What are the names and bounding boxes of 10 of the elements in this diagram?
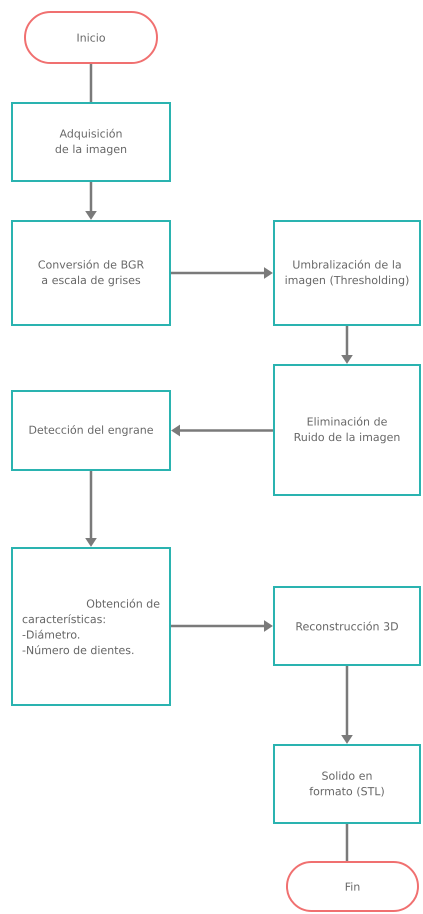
process-box: Reconstrucción 3D — [273, 586, 421, 666]
process-box: Solido en formato (STL) — [273, 744, 421, 824]
process-box: Conversión de BGR a escala de grises — [11, 220, 171, 326]
terminal-pill: Fin — [286, 861, 419, 912]
process-box: Detección del engrane — [11, 390, 171, 471]
process-box: Eliminación de Ruido de la imagen — [273, 364, 421, 496]
terminal-pill: Inicio — [24, 11, 158, 64]
process-box: Umbralización de la imagen (Thresholding) — [273, 220, 421, 326]
process-box: Adquisición de la imagen — [11, 102, 171, 182]
process-box: Obtención de características: -Diámetro. -Número de dientes. — [11, 547, 171, 706]
